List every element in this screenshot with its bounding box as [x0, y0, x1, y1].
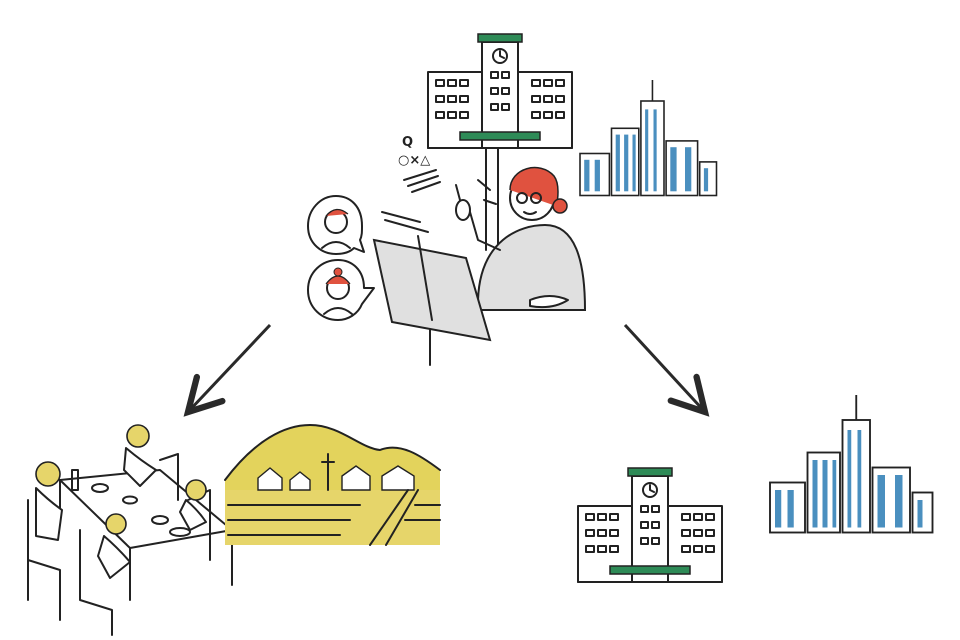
svg-text:Q: Q	[402, 135, 413, 150]
svg-text:○×△: ○×△	[398, 153, 430, 168]
countryside-icon	[224, 424, 441, 546]
bottom-school-icon	[577, 467, 723, 583]
flagpole	[485, 147, 499, 251]
monitor-icon	[372, 235, 492, 366]
arrow-right-icon	[623, 323, 710, 417]
teacher-icon	[455, 166, 587, 311]
quiz-marks: Q ○×△	[398, 135, 441, 193]
bottom-city-skyline-icon	[769, 394, 934, 534]
arrow-left-icon	[183, 323, 272, 417]
family-dinner-icon	[27, 424, 233, 636]
top-school-icon	[427, 33, 573, 149]
student-girl-icon	[307, 259, 375, 321]
top-city-skyline-icon	[579, 79, 718, 197]
student-boy-icon	[307, 195, 365, 255]
motion-lines	[381, 179, 497, 233]
